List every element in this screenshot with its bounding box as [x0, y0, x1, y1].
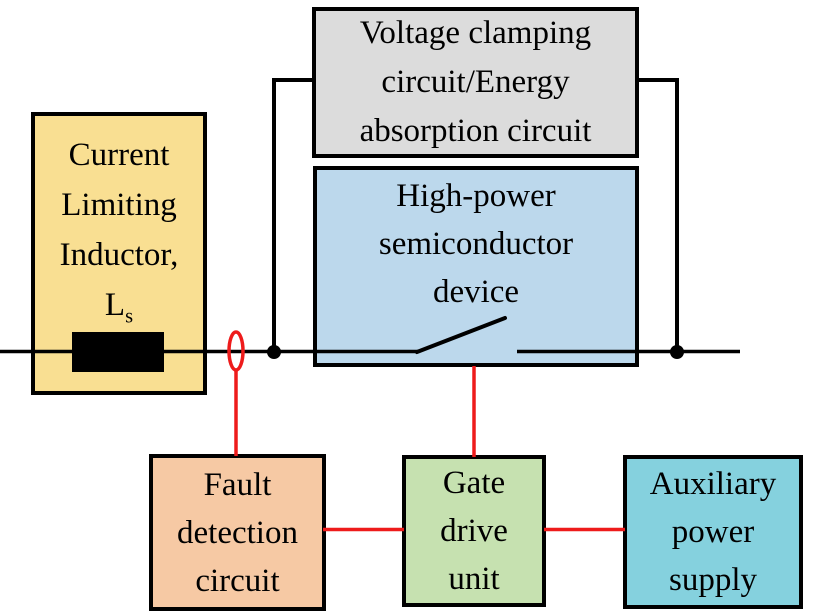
- clamp-label-line3: absorption circuit: [359, 113, 592, 149]
- gate-label-line3: unit: [448, 561, 500, 597]
- current-sensor-icon: [227, 330, 245, 372]
- current-limiting-inductor-box: Current Limiting Inductor, Ls: [31, 112, 207, 395]
- inductor-label-line1: Current: [68, 137, 170, 173]
- clamp-connector-left: [272, 78, 312, 352]
- voltage-clamping-box: Voltage clamping circuit/Energy absorpti…: [312, 7, 639, 158]
- gate-label-line2: drive: [440, 513, 508, 549]
- clamp-connector-right: [638, 78, 679, 352]
- inductor-symbol-label: Ls: [105, 280, 133, 330]
- aux-label-line1: Auxiliary: [649, 466, 777, 502]
- inductor-symbol-letter: L: [104, 287, 126, 323]
- semiconductor-label-line1: High-power: [396, 178, 556, 214]
- inductor-symbol-subscript: s: [125, 305, 134, 328]
- gate-drive-unit-box: Gate drive unit: [402, 455, 546, 607]
- junction-dot-left: [267, 345, 281, 359]
- clamp-label-line2: circuit/Energy: [381, 64, 570, 100]
- fault-label-line3: circuit: [195, 562, 280, 599]
- semiconductor-label-line2: semiconductor: [378, 226, 574, 262]
- inductor-label-line2: Limiting: [61, 187, 177, 223]
- fault-label-line2: detection: [177, 514, 298, 551]
- fault-label-line1: Fault: [203, 466, 272, 503]
- clamp-label-line1: Voltage clamping: [359, 15, 592, 51]
- aux-label-line2: power: [671, 514, 755, 550]
- junction-dot-right: [670, 345, 684, 359]
- semiconductor-device-box: High-power semiconductor device: [313, 166, 639, 367]
- aux-label-line3: supply: [668, 562, 757, 598]
- gate-label-line1: Gate: [442, 465, 506, 501]
- fault-detection-box: Fault detection circuit: [149, 454, 326, 611]
- inductor-label-line3: Inductor,: [59, 237, 179, 273]
- semiconductor-label-line3: device: [432, 274, 520, 310]
- auxiliary-power-supply-box: Auxiliary power supply: [623, 455, 803, 609]
